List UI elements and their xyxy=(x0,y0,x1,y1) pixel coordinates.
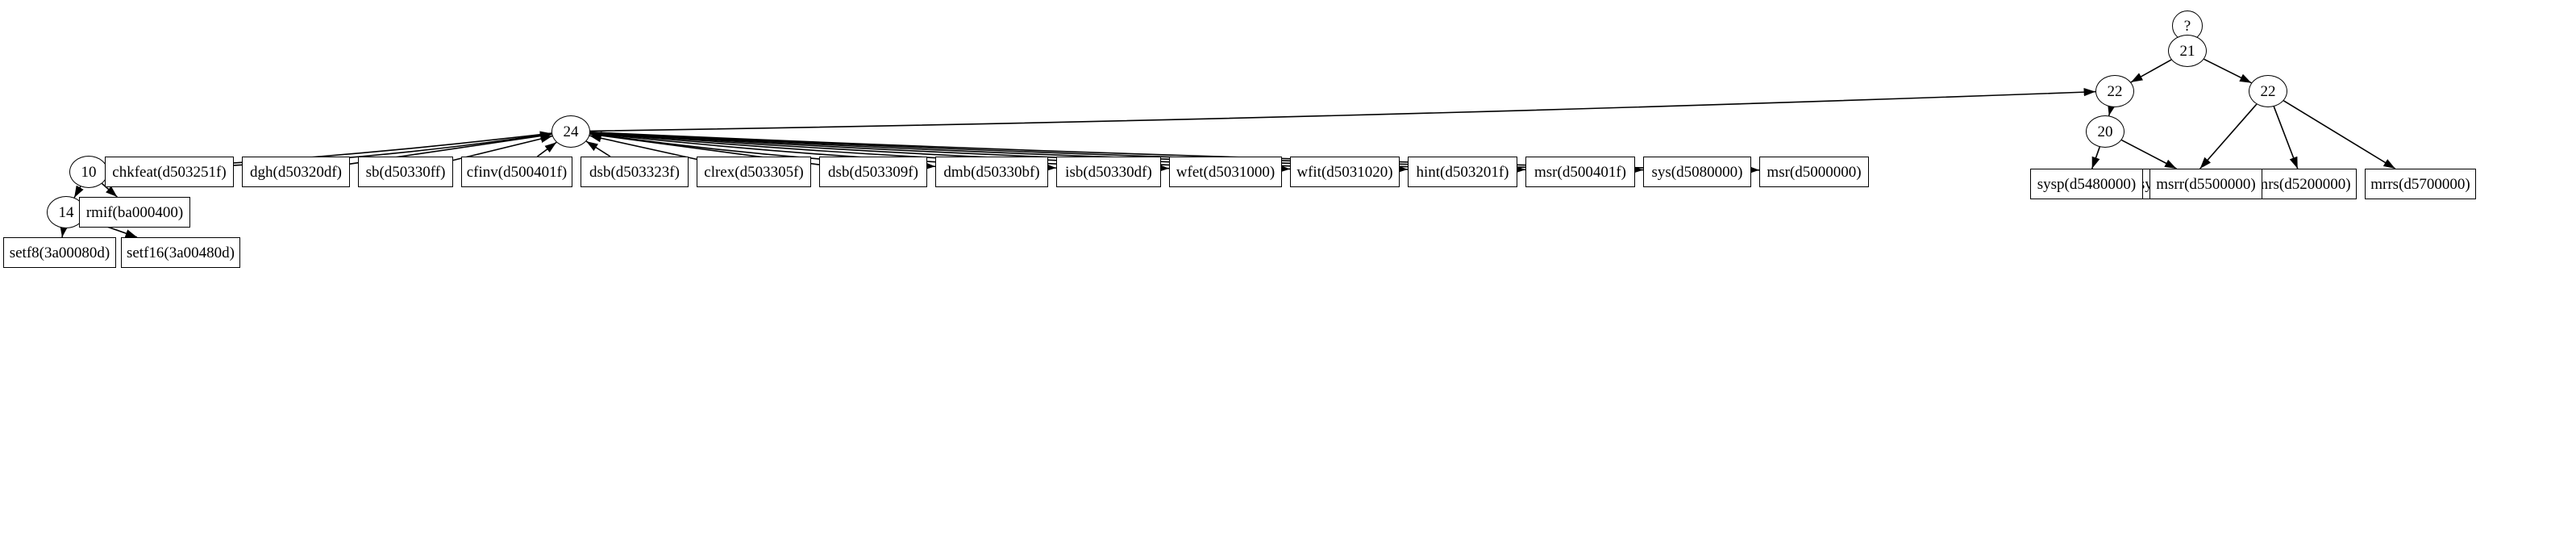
graph-node-label: msrr(d5500000) xyxy=(2156,175,2256,193)
graph-node-label: wfit(d5031020) xyxy=(1296,163,1393,181)
graph-edge-n20-to-sysp xyxy=(2091,146,2100,169)
graph-node-hint[interactable]: hint(d503201f) xyxy=(1408,157,1517,187)
graph-node-dsb23[interactable]: dsb(d503323f) xyxy=(581,157,689,187)
graph-edge-n22b-to-sysl xyxy=(2199,103,2258,169)
graph-node-n20[interactable]: 20 xyxy=(2086,115,2124,148)
graph-node-label: ? xyxy=(2183,17,2191,35)
graph-node-label: rmif(ba000400) xyxy=(85,203,184,221)
graph-node-rmif[interactable]: rmif(ba000400) xyxy=(79,197,190,228)
graph-node-n10[interactable]: 10 xyxy=(69,156,108,188)
graph-node-wfit[interactable]: wfit(d5031020) xyxy=(1290,157,1400,187)
graph-node-label: hint(d503201f) xyxy=(1416,163,1509,181)
graph-edge-n24-to-cfinv xyxy=(536,141,557,157)
graph-node-mrs[interactable]: mrs(d5200000) xyxy=(2250,169,2357,199)
graph-node-wfet[interactable]: wfet(d5031000) xyxy=(1169,157,1282,187)
graph-node-label: isb(d50330df) xyxy=(1065,163,1152,181)
graph-node-label: setf8(3a00080d) xyxy=(9,244,110,261)
graph-node-label: setf16(3a00480d) xyxy=(126,244,235,261)
graph-node-msr401f[interactable]: msr(d500401f) xyxy=(1525,157,1635,187)
graph-node-n21[interactable]: 21 xyxy=(2168,35,2207,67)
graph-edge-n22a-to-n20 xyxy=(2108,103,2116,116)
graph-node-label: dsb(d503309f) xyxy=(828,163,918,181)
graph-node-sbx[interactable]: sb(d50330ff) xyxy=(358,157,453,187)
graph-node-label: 22 xyxy=(2107,82,2123,100)
graph-edge-n24-to-clrex xyxy=(589,134,697,161)
graph-node-chkfeat[interactable]: chkfeat(d503251f) xyxy=(105,157,234,187)
graph-node-msrr[interactable]: msrr(d5500000) xyxy=(2149,169,2262,199)
graph-node-label: sys(d5080000) xyxy=(1651,163,1743,181)
graph-node-sysp[interactable]: sysp(d5480000) xyxy=(2030,169,2143,199)
graph-node-cfinv[interactable]: cfinv(d500401f) xyxy=(461,157,572,187)
graph-node-label: 10 xyxy=(81,163,97,181)
graph-node-label: 20 xyxy=(2097,123,2113,140)
graph-node-label: mrs(d5200000) xyxy=(2256,175,2351,193)
graph-node-label: mrrs(d5700000) xyxy=(2370,175,2470,193)
graph-node-label: chkfeat(d503251f) xyxy=(112,163,227,181)
graph-node-label: dmb(d50330bf) xyxy=(943,163,1040,181)
graph-node-clrex[interactable]: clrex(d503305f) xyxy=(697,157,811,187)
graph-node-label: dsb(d503323f) xyxy=(589,163,680,181)
graph-node-label: wfet(d5031000) xyxy=(1176,163,1276,181)
graph-node-label: cfinv(d500401f) xyxy=(466,163,568,181)
graph-node-label: 24 xyxy=(563,123,579,140)
graph-node-label: sb(d50330ff) xyxy=(365,163,446,181)
graph-node-label: clrex(d503305f) xyxy=(704,163,804,181)
graph-node-label: msr(d500401f) xyxy=(1534,163,1626,181)
graph-edge-n21-to-n22b xyxy=(2204,58,2252,84)
graph-node-n22b[interactable]: 22 xyxy=(2249,75,2287,107)
graph-node-label: sysp(d5480000) xyxy=(2037,175,2137,193)
graph-node-label: 21 xyxy=(2179,42,2195,60)
graph-node-label: 14 xyxy=(58,203,74,221)
graph-node-dmb[interactable]: dmb(d50330bf) xyxy=(935,157,1048,187)
graph-node-n22a[interactable]: 22 xyxy=(2095,75,2134,107)
graph-node-msr00[interactable]: msr(d5000000) xyxy=(1759,157,1869,187)
graph-edge-n21-to-n22a xyxy=(2130,59,2172,83)
graph-edge-n20-to-msrr xyxy=(2120,139,2177,169)
graph-edge-n22a-to-n24 xyxy=(589,88,2096,132)
graph-node-label: msr(d5000000) xyxy=(1767,163,1862,181)
graph-edge-n10-to-n14 xyxy=(73,185,84,199)
graph-node-sys80[interactable]: sys(d5080000) xyxy=(1643,157,1751,187)
graph-node-label: 22 xyxy=(2260,82,2276,100)
graph-node-dgh[interactable]: dgh(d50320df) xyxy=(242,157,350,187)
graph-edge-n14-to-setf8 xyxy=(60,224,69,238)
graph-edge-n22b-to-mrrs xyxy=(2283,100,2396,169)
graph-node-dsb09[interactable]: dsb(d503309f) xyxy=(819,157,927,187)
graph-node-setf16[interactable]: setf16(3a00480d) xyxy=(121,237,240,268)
graph-node-setf8[interactable]: setf8(3a00080d) xyxy=(3,237,116,268)
graph-node-n24[interactable]: 24 xyxy=(551,115,590,148)
graph-node-isb[interactable]: isb(d50330df) xyxy=(1056,157,1161,187)
graph-edge-n22b-to-mrs xyxy=(2273,106,2299,169)
edge-group xyxy=(60,35,2396,238)
graph-edge-n24-to-dsb23 xyxy=(585,140,611,157)
graph-node-mrrs[interactable]: mrrs(d5700000) xyxy=(2365,169,2476,199)
graph-node-label: dgh(d50320df) xyxy=(250,163,342,181)
